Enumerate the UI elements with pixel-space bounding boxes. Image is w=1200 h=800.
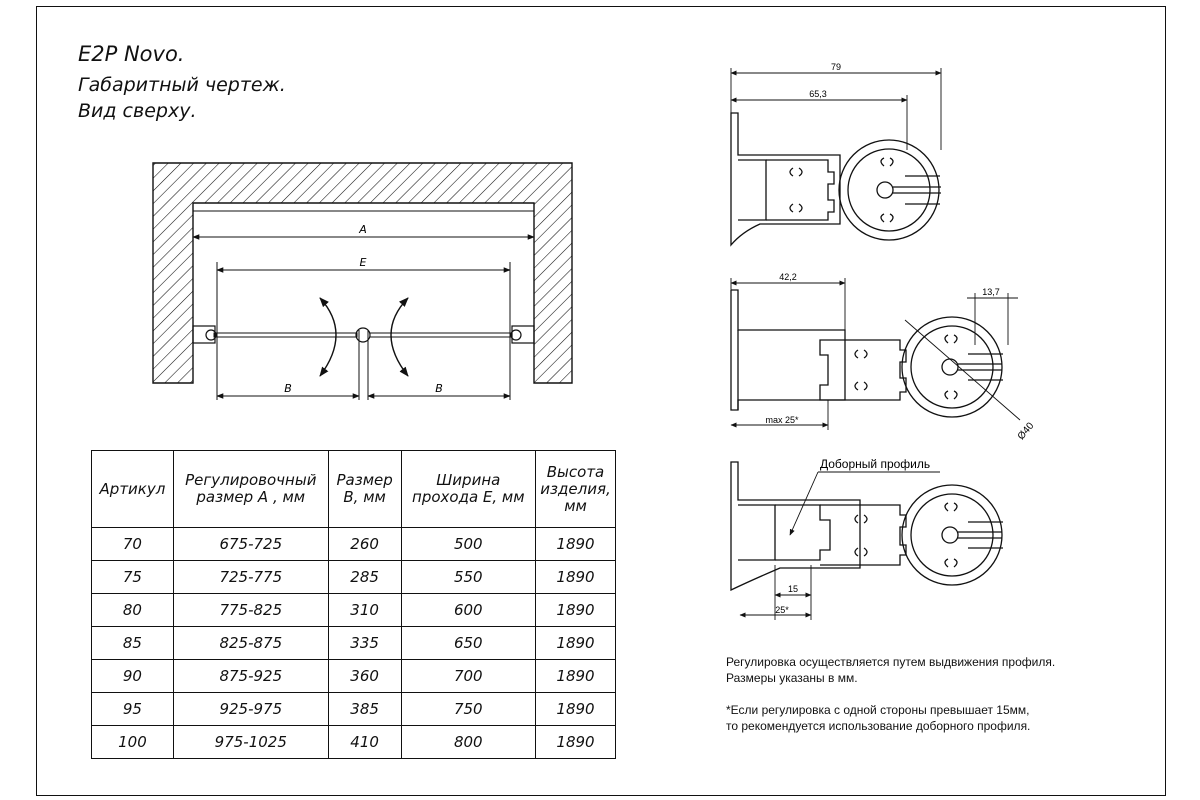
cell-article: 85 — [91, 626, 174, 660]
dim-25: 25* — [775, 605, 789, 615]
cell-adjust: 675-725 — [172, 527, 329, 561]
dim-13-7: 13,7 — [982, 287, 1000, 297]
dim-label-b-left: B — [284, 382, 292, 395]
profile-section-2 — [730, 278, 1021, 430]
note-line-3: *Если регулировка с одной стороны превыш… — [726, 703, 1030, 717]
cell-size: 310 — [327, 593, 402, 627]
cell-size: 410 — [327, 725, 402, 759]
cell-size: 360 — [327, 659, 402, 693]
cell-article: 100 — [91, 725, 174, 759]
cell-article: 95 — [91, 692, 174, 726]
cell-height: 1890 — [535, 593, 616, 627]
cell-width: 600 — [400, 593, 537, 627]
cell-width: 700 — [400, 659, 537, 693]
cell-article: 75 — [91, 560, 174, 594]
drawing-subtitle-2: Вид сверху. — [78, 100, 197, 122]
dim-65-3: 65,3 — [809, 89, 827, 99]
dim-15: 15 — [788, 584, 798, 594]
extra-profile-label: Доборный профиль — [820, 457, 930, 471]
right-wall-profile — [511, 325, 535, 344]
cell-size: 335 — [327, 626, 402, 660]
cell-adjust: 925-975 — [172, 692, 329, 726]
wall-hatched — [152, 162, 573, 384]
cell-article: 80 — [91, 593, 174, 627]
cell-size: 285 — [327, 560, 402, 594]
dim-79: 79 — [831, 62, 841, 72]
cell-article: 70 — [91, 527, 174, 561]
cell-height: 1890 — [535, 527, 616, 561]
cell-width: 800 — [400, 725, 537, 759]
center-handle — [355, 327, 371, 343]
cell-height: 1890 — [535, 626, 616, 660]
cell-width: 550 — [400, 560, 537, 594]
header-article: Артикул — [91, 450, 174, 528]
dim-label-b-right: B — [435, 382, 443, 395]
drawing-subtitle-1: Габаритный чертеж. — [78, 74, 286, 96]
cell-adjust: 825-875 — [172, 626, 329, 660]
dim-max25: max 25* — [765, 415, 799, 425]
dim-42-2: 42,2 — [779, 272, 797, 282]
cell-height: 1890 — [535, 560, 616, 594]
plan-view — [152, 162, 573, 400]
left-wall-profile — [192, 325, 216, 344]
profile-section-1 — [730, 68, 942, 247]
drawing-title: E2P Novo. — [78, 42, 185, 66]
note-line-1: Регулировка осуществляется путем выдвиже… — [726, 655, 1056, 669]
cell-width: 500 — [400, 527, 537, 561]
cell-height: 1890 — [535, 659, 616, 693]
cell-height: 1890 — [535, 725, 616, 759]
dim-label-a: A — [358, 223, 367, 236]
profile-section-3 — [730, 461, 1003, 620]
cell-size: 260 — [327, 527, 402, 561]
cell-height: 1890 — [535, 692, 616, 726]
note-line-4: то рекомендуется использование доборного… — [726, 719, 1031, 733]
cell-width: 650 — [400, 626, 537, 660]
dim-label-e: E — [360, 256, 367, 269]
cell-adjust: 975-1025 — [172, 725, 329, 759]
cell-adjust: 775-825 — [172, 593, 329, 627]
dim-diam40: Ø40 — [1016, 420, 1037, 442]
cell-adjust: 875-925 — [172, 659, 329, 693]
note-line-2: Размеры указаны в мм. — [726, 671, 858, 685]
cell-width: 750 — [400, 692, 537, 726]
cell-article: 90 — [91, 659, 174, 693]
cell-size: 385 — [327, 692, 402, 726]
cell-adjust: 725-775 — [172, 560, 329, 594]
drawing-frame — [36, 6, 1166, 796]
